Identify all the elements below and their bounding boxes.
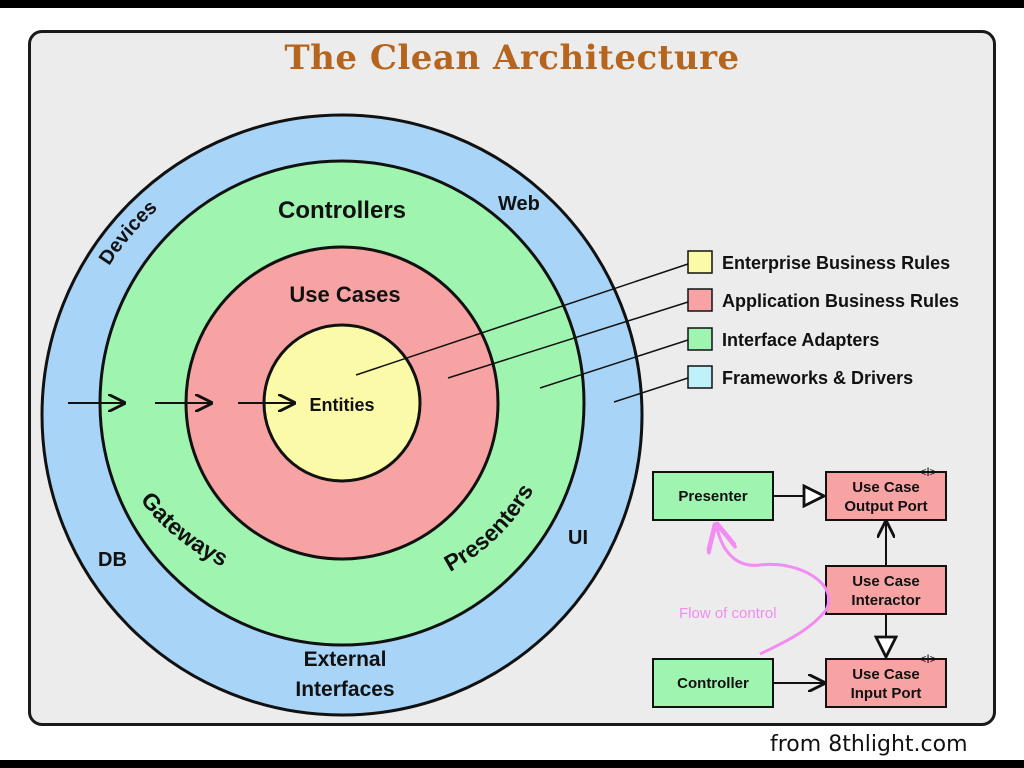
top-letterbox xyxy=(0,0,1024,8)
label-use-cases: Use Cases xyxy=(289,282,400,307)
diagram-title: The Clean Architecture xyxy=(284,38,740,78)
output-port-box xyxy=(825,471,947,521)
input-port-label-2: Input Port xyxy=(851,685,922,702)
input-port-box xyxy=(825,658,947,708)
label-entities: Entities xyxy=(309,395,374,415)
label-web: Web xyxy=(498,193,540,215)
bottom-letterbox xyxy=(0,760,1024,768)
interactor-label-2: Interactor xyxy=(851,592,920,609)
output-port-label-1: Use Case xyxy=(852,479,920,496)
legend-label-application: Application Business Rules xyxy=(722,291,959,311)
legend-label-frameworks: Frameworks & Drivers xyxy=(722,368,913,388)
legend-label-adapters: Interface Adapters xyxy=(722,330,879,350)
leader-line-entities xyxy=(355,263,689,376)
label-ui: UI xyxy=(568,527,588,549)
input-port-label-1: Use Case xyxy=(852,666,920,683)
label-db: DB xyxy=(98,549,127,571)
legend-swatch-frameworks xyxy=(687,365,713,389)
output-port-label-2: Output Port xyxy=(844,498,927,515)
label-controllers: Controllers xyxy=(278,197,406,224)
output-port-interface-tag: <I> xyxy=(919,465,936,479)
flow-of-control-curve xyxy=(717,528,831,656)
legend-swatch-enterprise xyxy=(687,250,713,274)
interactor-box xyxy=(825,565,947,615)
interactor-label-1: Use Case xyxy=(852,573,920,590)
legend-swatch-adapters xyxy=(687,327,713,351)
leader-line-use-cases xyxy=(447,301,689,379)
source-credit: from 8thlight.com xyxy=(770,732,968,757)
legend: Enterprise Business Rules Application Bu… xyxy=(687,250,959,389)
flow-of-control-diagram: Presenter Use Case Output Port <I> Use C… xyxy=(652,465,947,708)
flow-of-control-label: Flow of control xyxy=(679,605,777,622)
leader-line-adapters xyxy=(539,339,689,389)
legend-label-enterprise: Enterprise Business Rules xyxy=(722,253,950,273)
input-port-interface-tag: <I> xyxy=(919,652,936,666)
presenter-box xyxy=(652,471,774,521)
leader-line-frameworks xyxy=(613,377,689,403)
controller-label: Controller xyxy=(677,675,749,692)
presenter-label: Presenter xyxy=(678,488,747,505)
legend-swatch-application xyxy=(687,288,713,312)
label-external-1: External xyxy=(304,648,387,671)
label-external-2: Interfaces xyxy=(295,678,394,701)
